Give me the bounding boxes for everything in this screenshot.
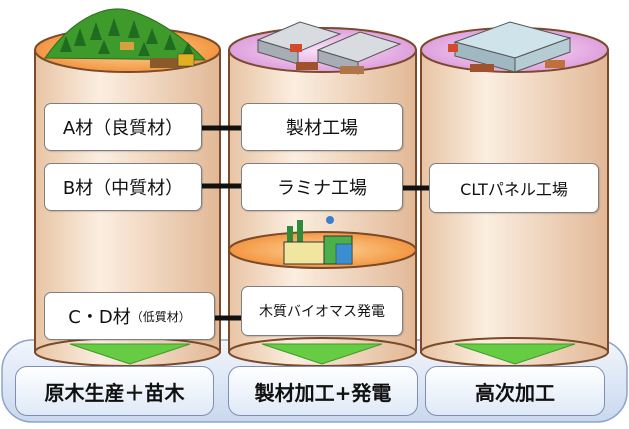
category-advanced: 高次加工 — [425, 366, 605, 416]
facility-sawmill-label: 製材工場 — [286, 118, 358, 139]
material-a-grade: A材（良質材） — [44, 103, 202, 151]
sawmill-illustration — [256, 21, 402, 75]
arrow-processing — [261, 343, 383, 365]
material-cd-grade-label: C・D材 — [68, 307, 131, 328]
facility-biomass-label: 木質バイオマス発電 — [259, 304, 385, 320]
material-b-grade: B材（中質材） — [44, 163, 202, 211]
material-b-grade-label: B材（中質材） — [62, 178, 184, 199]
category-advanced-label: 高次加工 — [475, 380, 555, 405]
facility-lamina-label: ラミナ工場 — [277, 178, 367, 199]
facility-clt-factory: CLTパネル工場 — [429, 163, 599, 213]
material-a-grade-label: A材（良質材） — [62, 118, 184, 139]
category-forestry: 原木生産＋苗木 — [15, 366, 214, 416]
biomass-plant-illustration — [283, 216, 353, 265]
material-cd-grade-sublabel: （低質材） — [130, 309, 191, 324]
material-cd-grade: C・D材（低質材） — [44, 292, 215, 340]
arrow-advanced — [454, 343, 576, 365]
facility-biomass-plant: 木質バイオマス発電 — [241, 286, 403, 336]
category-processing-label: 製材加工+発電 — [254, 380, 392, 405]
facility-sawmill: 製材工場 — [241, 103, 403, 151]
arrow-forestry — [69, 343, 191, 365]
forest-illustration — [44, 8, 207, 68]
flow-arrows — [69, 343, 576, 365]
connectors — [202, 125, 429, 321]
facility-lamina-factory: ラミナ工場 — [241, 163, 403, 211]
facility-clt-label: CLTパネル工場 — [460, 180, 568, 199]
clt-factory-illustration — [448, 21, 572, 73]
category-processing: 製材加工+発電 — [228, 366, 418, 416]
category-forestry-label: 原木生産＋苗木 — [44, 380, 185, 405]
